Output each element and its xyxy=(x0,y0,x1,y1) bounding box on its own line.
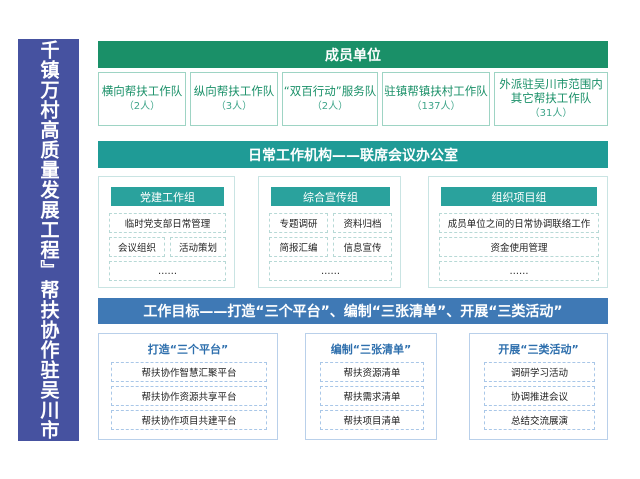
member-count: （137人） xyxy=(411,101,461,112)
group-item: 会议组织 xyxy=(109,237,165,257)
member-name: 驻镇帮镇扶村工作队 xyxy=(384,84,488,98)
member-name-line1: 外派驻吴川市范围内 xyxy=(499,77,603,91)
member-box-vertical: 纵向帮扶工作队 （3人） xyxy=(190,72,278,126)
group-item: 临时党支部日常管理 xyxy=(109,213,226,233)
goal-item: 帮扶协作项目共建平台 xyxy=(111,410,267,430)
member-box-other-teams: 外派驻吴川市范围内 其它帮扶工作队 （31人） xyxy=(494,72,608,126)
member-box-double-hundred: “双百行动”服务队 （2人） xyxy=(282,72,378,126)
group-item: 资料归档 xyxy=(333,213,392,233)
group-item: …… xyxy=(269,261,392,281)
goal-panel-lists: 编制“三张清单” 帮扶资源清单 帮扶需求清单 帮扶项目清单 xyxy=(305,333,437,440)
group-item: 资金使用管理 xyxy=(439,237,599,257)
group-item: 成员单位之间的日常协调联络工作 xyxy=(439,213,599,233)
office-header: 日常工作机构——联席会议办公室 xyxy=(98,141,608,168)
group-item: 活动策划 xyxy=(170,237,226,257)
goal-header: 工作目标——打造“三个平台”、编制“三张清单”、开展“三类活动” xyxy=(98,298,608,324)
member-count: （2人） xyxy=(311,101,349,112)
goal-title: 打造“三个平台” xyxy=(147,343,229,356)
member-name: 纵向帮扶工作队 xyxy=(193,84,275,98)
member-box-horizontal: 横向帮扶工作队 （2人） xyxy=(98,72,186,126)
goal-title: 开展“三类活动” xyxy=(498,343,579,356)
goal-title: 编制“三张清单” xyxy=(330,343,412,356)
side-title: 『百县千镇万村高质量发展工程』帮扶协作驻吴川市工作队 xyxy=(37,0,60,479)
group-title: 组织项目组 xyxy=(441,187,597,206)
goal-item: 帮扶协作资源共享平台 xyxy=(111,386,267,406)
member-name: 横向帮扶工作队 xyxy=(101,84,183,98)
goal-item: 帮扶项目清单 xyxy=(320,410,424,430)
goal-item: 总结交流展演 xyxy=(484,410,595,430)
goal-item: 帮扶协作智慧汇聚平台 xyxy=(111,362,267,382)
goal-panel-activities: 开展“三类活动” 调研学习活动 协调推进会议 总结交流展演 xyxy=(469,333,608,440)
goal-item: 协调推进会议 xyxy=(484,386,595,406)
group-title: 党建工作组 xyxy=(111,187,224,206)
group-panel-party: 党建工作组 临时党支部日常管理 会议组织 活动策划 …… xyxy=(98,176,235,288)
member-count: （31人） xyxy=(529,108,573,119)
group-item: …… xyxy=(439,261,599,281)
group-panel-publicity: 综合宣传组 专题调研 资料归档 简报汇编 信息宣传 …… xyxy=(258,176,401,288)
group-title: 综合宣传组 xyxy=(271,187,390,206)
side-title-banner: 『百县千镇万村高质量发展工程』帮扶协作驻吴川市工作队 xyxy=(18,0,79,479)
group-item: …… xyxy=(109,261,226,281)
goal-item: 帮扶资源清单 xyxy=(320,362,424,382)
member-count: （2人） xyxy=(123,101,161,112)
member-count: （3人） xyxy=(215,101,253,112)
goal-panel-platforms: 打造“三个平台” 帮扶协作智慧汇聚平台 帮扶协作资源共享平台 帮扶协作项目共建平… xyxy=(98,333,278,440)
group-item: 专题调研 xyxy=(269,213,328,233)
member-name: “双百行动”服务队 xyxy=(283,84,377,98)
members-header: 成员单位 xyxy=(98,41,608,68)
goal-item: 帮扶需求清单 xyxy=(320,386,424,406)
goal-item: 调研学习活动 xyxy=(484,362,595,382)
group-panel-projects: 组织项目组 成员单位之间的日常协调联络工作 资金使用管理 …… xyxy=(428,176,608,288)
group-item: 简报汇编 xyxy=(269,237,328,257)
member-box-town-village: 驻镇帮镇扶村工作队 （137人） xyxy=(382,72,490,126)
member-name-line2: 其它帮扶工作队 xyxy=(510,91,592,105)
group-item: 信息宣传 xyxy=(333,237,392,257)
